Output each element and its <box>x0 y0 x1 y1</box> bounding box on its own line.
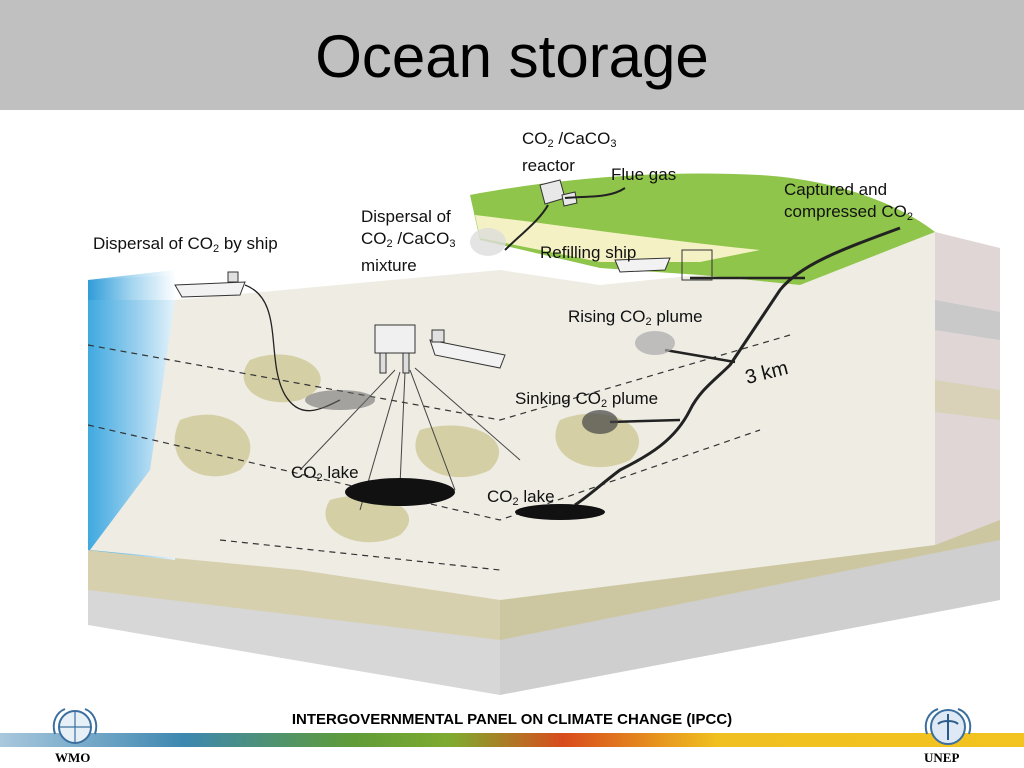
ocean-storage-diagram <box>87 173 1000 695</box>
pipeline <box>574 226 901 507</box>
reactor-building <box>504 179 626 251</box>
label-flue-gas: Flue gas <box>611 165 677 184</box>
label-refilling-ship: Refilling ship <box>540 243 637 262</box>
unep-label: UNEP <box>924 750 960 765</box>
label-reactor: CO2 /CaCO3 reactor <box>522 129 617 175</box>
title-bar <box>0 0 1024 110</box>
label-co2-lake-left: CO2 lake <box>291 463 359 484</box>
dispersal-ship-icon <box>174 271 246 298</box>
label-co2-lake-right: CO2 lake <box>487 487 555 508</box>
rising-plume <box>635 331 675 355</box>
co2-lake-right <box>515 504 605 520</box>
mixture-plume <box>470 228 506 256</box>
label-captured: Captured and compressed CO2 <box>784 180 913 223</box>
pipeline-rising <box>664 348 736 364</box>
water-surface <box>88 270 175 300</box>
co2-lake-left <box>345 478 455 506</box>
sediment-patch-5 <box>325 495 410 543</box>
depth-line-3 <box>219 539 501 571</box>
strata-band-1 <box>935 300 1000 340</box>
refilling-ship-icon <box>614 249 713 281</box>
sinking-plume <box>582 410 618 434</box>
strata-band-2 <box>935 380 1000 420</box>
depth-line-2 <box>87 424 761 521</box>
platform-ship-icon <box>429 329 506 369</box>
pipeline-sinking <box>609 418 681 424</box>
wmo-logo-icon <box>52 708 98 744</box>
sediment-layer-left <box>88 540 500 640</box>
wmo-label: WMO <box>55 750 91 765</box>
offshore-platform-icon <box>374 324 416 374</box>
unep-logo-icon <box>924 708 972 745</box>
label-sinking-plume: Sinking CO2 plume <box>515 389 659 410</box>
label-dispersal-mixture: Dispersal of CO2 /CaCO3 mixture <box>361 207 456 275</box>
label-rising-plume: Rising CO2 plume <box>568 307 703 328</box>
slide-title: Ocean storage <box>315 23 709 90</box>
sediment-patch-3 <box>415 425 500 478</box>
ship-cable <box>244 284 341 412</box>
footer-ipcc: INTERGOVERNMENTAL PANEL ON CLIMATE CHANG… <box>291 711 733 728</box>
label-dispersal-ship: Dispersal of CO2 by ship <box>93 234 278 255</box>
footer-stripe <box>0 733 1024 747</box>
sediment-patch-2 <box>174 414 251 477</box>
sediment-patch-4 <box>555 413 640 468</box>
dispersion-plume <box>305 390 375 410</box>
sediment-patch-1 <box>243 354 321 403</box>
depth-line-1 <box>87 334 791 421</box>
